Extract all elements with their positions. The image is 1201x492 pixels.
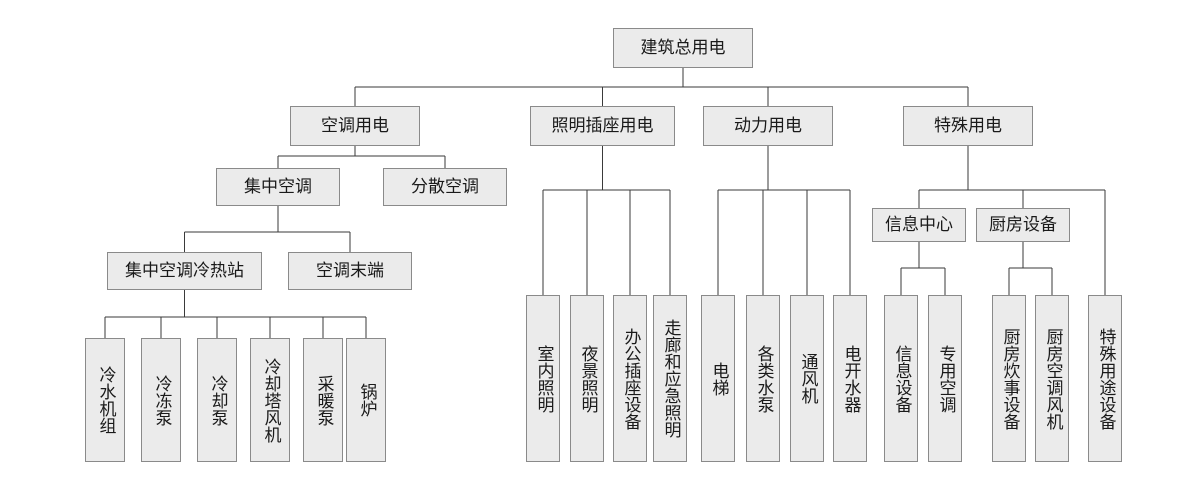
node-label: 空调用电: [321, 115, 389, 136]
node-tower_fan[interactable]: 冷却塔风机: [250, 338, 290, 462]
node-root[interactable]: 建筑总用电: [613, 28, 753, 68]
node-label: 冷却塔风机: [260, 357, 281, 443]
node-label: 照明插座用电: [551, 115, 654, 136]
node-night_lit[interactable]: 夜景照明: [570, 295, 604, 462]
node-label: 空调末端: [316, 260, 384, 281]
node-info_eq[interactable]: 信息设备: [884, 295, 918, 462]
node-kitchen_eq[interactable]: 厨房设备: [976, 208, 1070, 242]
node-label: 冷冻泵: [151, 374, 172, 426]
node-chill_pump[interactable]: 冷冻泵: [141, 338, 181, 462]
node-water_heat[interactable]: 电开水器: [833, 295, 867, 462]
node-label: 集中空调: [244, 176, 312, 197]
node-label: 冷却泵: [207, 374, 228, 426]
node-label: 特殊用电: [934, 115, 1002, 136]
node-label: 厨房设备: [989, 214, 1057, 235]
node-chiller_sta[interactable]: 集中空调冷热站: [107, 252, 262, 290]
node-special_use[interactable]: 特殊用途设备: [1088, 295, 1122, 462]
node-label: 电梯: [708, 361, 729, 396]
node-label: 建筑总用电: [640, 37, 726, 58]
node-elevator[interactable]: 电梯: [701, 295, 735, 462]
node-label: 电开水器: [840, 344, 861, 413]
node-label: 室内照明: [533, 344, 554, 413]
node-label: 各类水泵: [753, 344, 774, 413]
node-label: 夜景照明: [577, 344, 598, 413]
node-boiler[interactable]: 锅炉: [346, 338, 386, 462]
node-label: 特殊用途设备: [1095, 327, 1116, 430]
node-indoor_lit[interactable]: 室内照明: [526, 295, 560, 462]
node-label: 信息中心: [885, 214, 953, 235]
node-ded_ac[interactable]: 专用空调: [928, 295, 962, 462]
node-label: 厨房炊事设备: [999, 327, 1020, 430]
node-label: 办公插座设备: [620, 327, 641, 430]
node-special[interactable]: 特殊用电: [903, 106, 1033, 146]
node-water_pumps[interactable]: 各类水泵: [746, 295, 780, 462]
node-label: 走廊和应急照明: [660, 319, 681, 438]
node-split_ac[interactable]: 分散空调: [383, 168, 507, 206]
node-lighting[interactable]: 照明插座用电: [530, 106, 675, 146]
node-cool_pump[interactable]: 冷却泵: [197, 338, 237, 462]
node-label: 采暖泵: [313, 374, 334, 426]
node-central_ac[interactable]: 集中空调: [216, 168, 340, 206]
node-label: 分散空调: [411, 176, 479, 197]
node-hvac[interactable]: 空调用电: [290, 106, 420, 146]
node-label: 信息设备: [891, 344, 912, 413]
node-chiller[interactable]: 冷水机组: [85, 338, 125, 462]
node-kitchen_fan[interactable]: 厨房空调风机: [1035, 295, 1069, 462]
node-label: 通风机: [797, 353, 818, 404]
node-vent_fan[interactable]: 通风机: [790, 295, 824, 462]
node-info_center[interactable]: 信息中心: [872, 208, 966, 242]
node-corridor[interactable]: 走廊和应急照明: [653, 295, 687, 462]
node-office_sock[interactable]: 办公插座设备: [613, 295, 647, 462]
node-ac_terminal[interactable]: 空调末端: [288, 252, 412, 290]
node-label: 厨房空调风机: [1042, 327, 1063, 430]
node-label: 冷水机组: [95, 366, 116, 434]
node-label: 锅炉: [356, 383, 377, 417]
node-label: 专用空调: [935, 344, 956, 413]
node-heat_pump[interactable]: 采暖泵: [303, 338, 343, 462]
node-label: 动力用电: [734, 115, 802, 136]
node-label: 集中空调冷热站: [125, 260, 244, 281]
node-kitchen_cook[interactable]: 厨房炊事设备: [992, 295, 1026, 462]
node-power[interactable]: 动力用电: [703, 106, 833, 146]
